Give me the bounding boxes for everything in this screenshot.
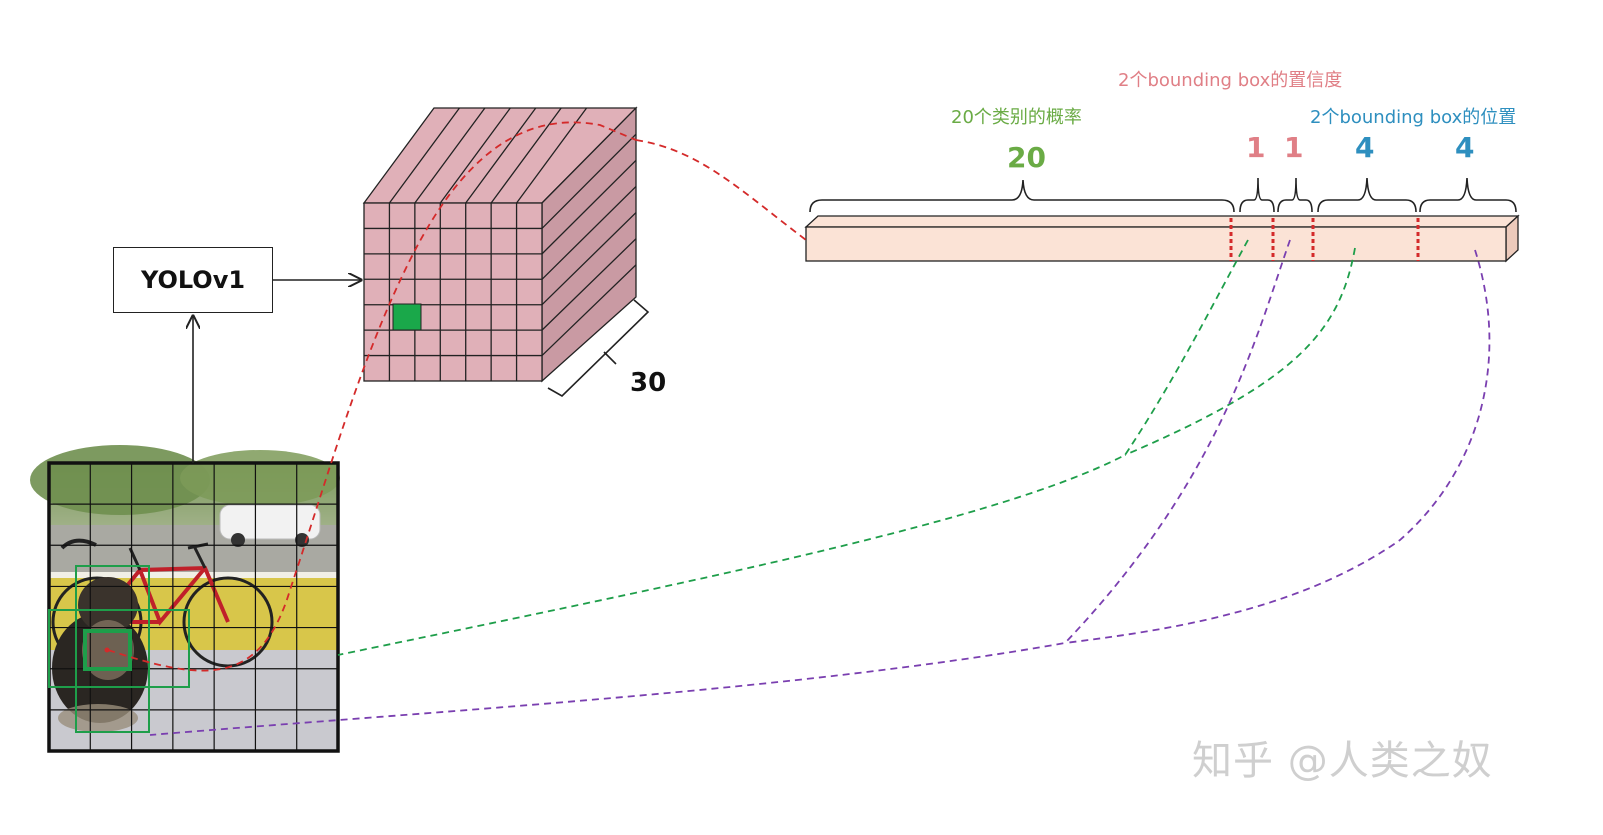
input-image: [30, 445, 340, 753]
segment-braces: [809, 177, 1517, 213]
watermark-text: 知乎 @人类之奴: [1192, 738, 1493, 784]
bbox-dog-wide: [48, 609, 190, 688]
segment-count-conf-1: 1: [1246, 131, 1266, 164]
output-tensor-cube: [362, 106, 650, 397]
tensor-highlight-cell: [392, 303, 422, 331]
class-prob-caption: 20个类别的概率: [951, 107, 1082, 128]
red-link-image-to-tensor: [107, 121, 637, 672]
segment-count-conf-2: 1: [1284, 131, 1304, 164]
segment-count-pos-1: 4: [1355, 131, 1375, 164]
object-center-dot: [104, 647, 110, 653]
yolo-model-label: YOLOv1: [140, 266, 246, 294]
red-link-tensor-to-vector: [635, 139, 807, 241]
tensor-depth-label: 30: [630, 368, 667, 398]
green-link-pos-1: [1124, 247, 1356, 456]
bbox-dog-tall: [75, 565, 150, 733]
confidence-caption: 2个bounding box的置信度: [1118, 70, 1343, 91]
purple-link-pos-2: [1064, 249, 1491, 644]
cube-front-face: [363, 202, 543, 382]
bbox-center-cell: [83, 629, 132, 671]
purple-link-conf-2: [149, 239, 1291, 736]
yolo-model-box: YOLOv1: [113, 247, 273, 313]
segment-count-pos-2: 4: [1455, 131, 1475, 164]
position-caption: 2个bounding box的位置: [1310, 107, 1517, 128]
output-vector-bar: [804, 214, 1520, 263]
green-link-conf-1: [337, 239, 1249, 656]
segment-count-class-prob: 20: [1007, 141, 1046, 174]
